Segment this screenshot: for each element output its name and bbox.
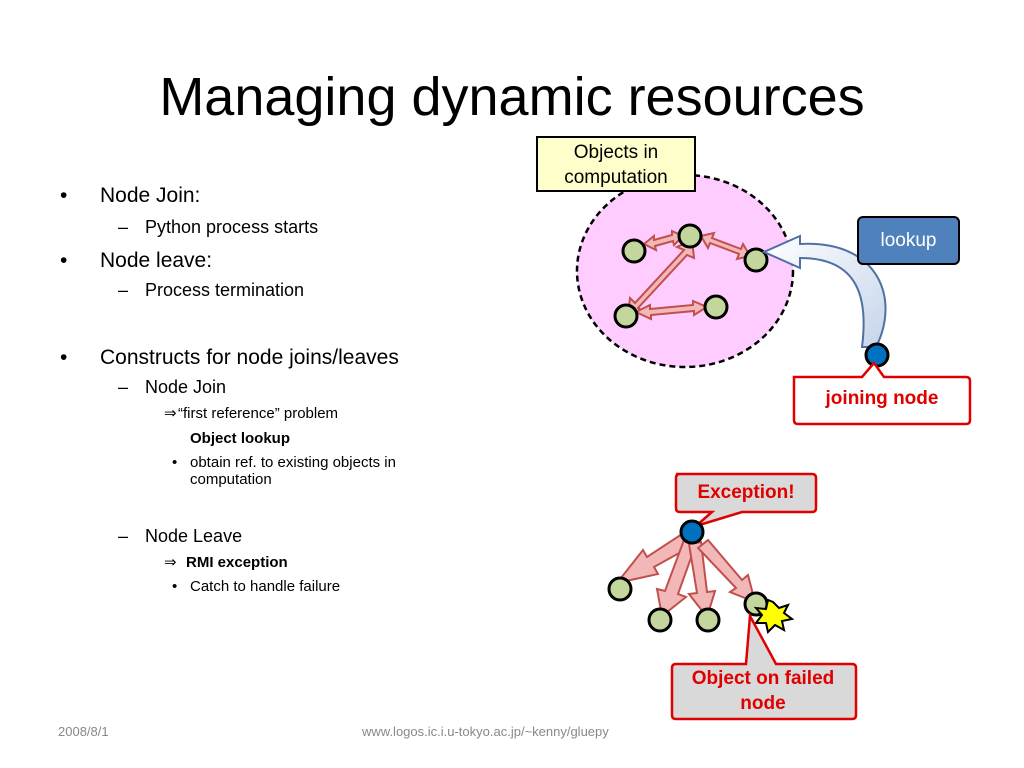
footer-date: 2008/8/1 (58, 724, 109, 739)
bullet-marker: • (60, 184, 68, 207)
obtain-ref-bullet: obtain ref. to existing objects in compu… (190, 454, 396, 488)
dash-marker: – (118, 526, 129, 546)
object-node (703, 294, 729, 320)
bullet-constructs: Constructs for node joins/leaves (100, 346, 399, 369)
implies-marker: ⇒ (164, 554, 177, 571)
pink-arrows-bottom (614, 532, 757, 620)
object-node (607, 576, 633, 602)
lookup-arrow (761, 234, 887, 348)
dash-marker: – (118, 377, 129, 397)
footer-url: www.logos.ic.i.u-tokyo.ac.jp/~kenny/glue… (362, 724, 609, 739)
bullet-marker: • (172, 578, 178, 595)
lookup-box: lookup (857, 216, 960, 265)
source-node (679, 519, 705, 545)
joining-node-callout (792, 360, 972, 426)
sub-node-join: Node Join (145, 377, 227, 397)
object-node (647, 607, 673, 633)
sub-process-termination: Process termination (145, 280, 305, 300)
objects-in-computation-box: Objects in computation (536, 136, 696, 192)
failed-node-label: Object on failed node (691, 668, 835, 714)
bullet-marker: • (60, 346, 68, 369)
object-node (613, 303, 639, 329)
explosion-icon (753, 598, 795, 634)
sub-node-leave: Node Leave (145, 526, 243, 546)
implies-marker: ⇒ (164, 405, 177, 422)
fan-arrow (696, 538, 757, 604)
slide-title: Managing dynamic resources (159, 67, 865, 127)
object-node (695, 607, 721, 633)
object-node (621, 238, 647, 264)
first-reference-problem: “first reference” problem (178, 405, 339, 422)
rmi-exception: RMI exception (186, 554, 288, 571)
joining-node (864, 342, 890, 368)
bullet-marker: • (60, 249, 68, 272)
failed-node-callout (670, 611, 858, 721)
object-node (677, 223, 703, 249)
bullet-node-leave: Node leave: (100, 249, 213, 272)
joining-node-label: joining node (825, 388, 939, 409)
object-nodes-bottom (607, 576, 769, 633)
bullet-marker: • (172, 454, 178, 471)
dash-marker: – (118, 217, 129, 237)
object-lookup: Object lookup (190, 430, 291, 447)
catch-failure-bullet: Catch to handle failure (190, 578, 341, 595)
sub-python-process-starts: Python process starts (145, 217, 319, 237)
object-nodes-top (613, 223, 769, 329)
pink-arrows-top (626, 229, 752, 321)
bullet-node-join: Node Join: (100, 184, 201, 207)
dash-marker: – (118, 280, 129, 300)
exception-label: Exception! (697, 482, 795, 503)
object-node (743, 247, 769, 273)
